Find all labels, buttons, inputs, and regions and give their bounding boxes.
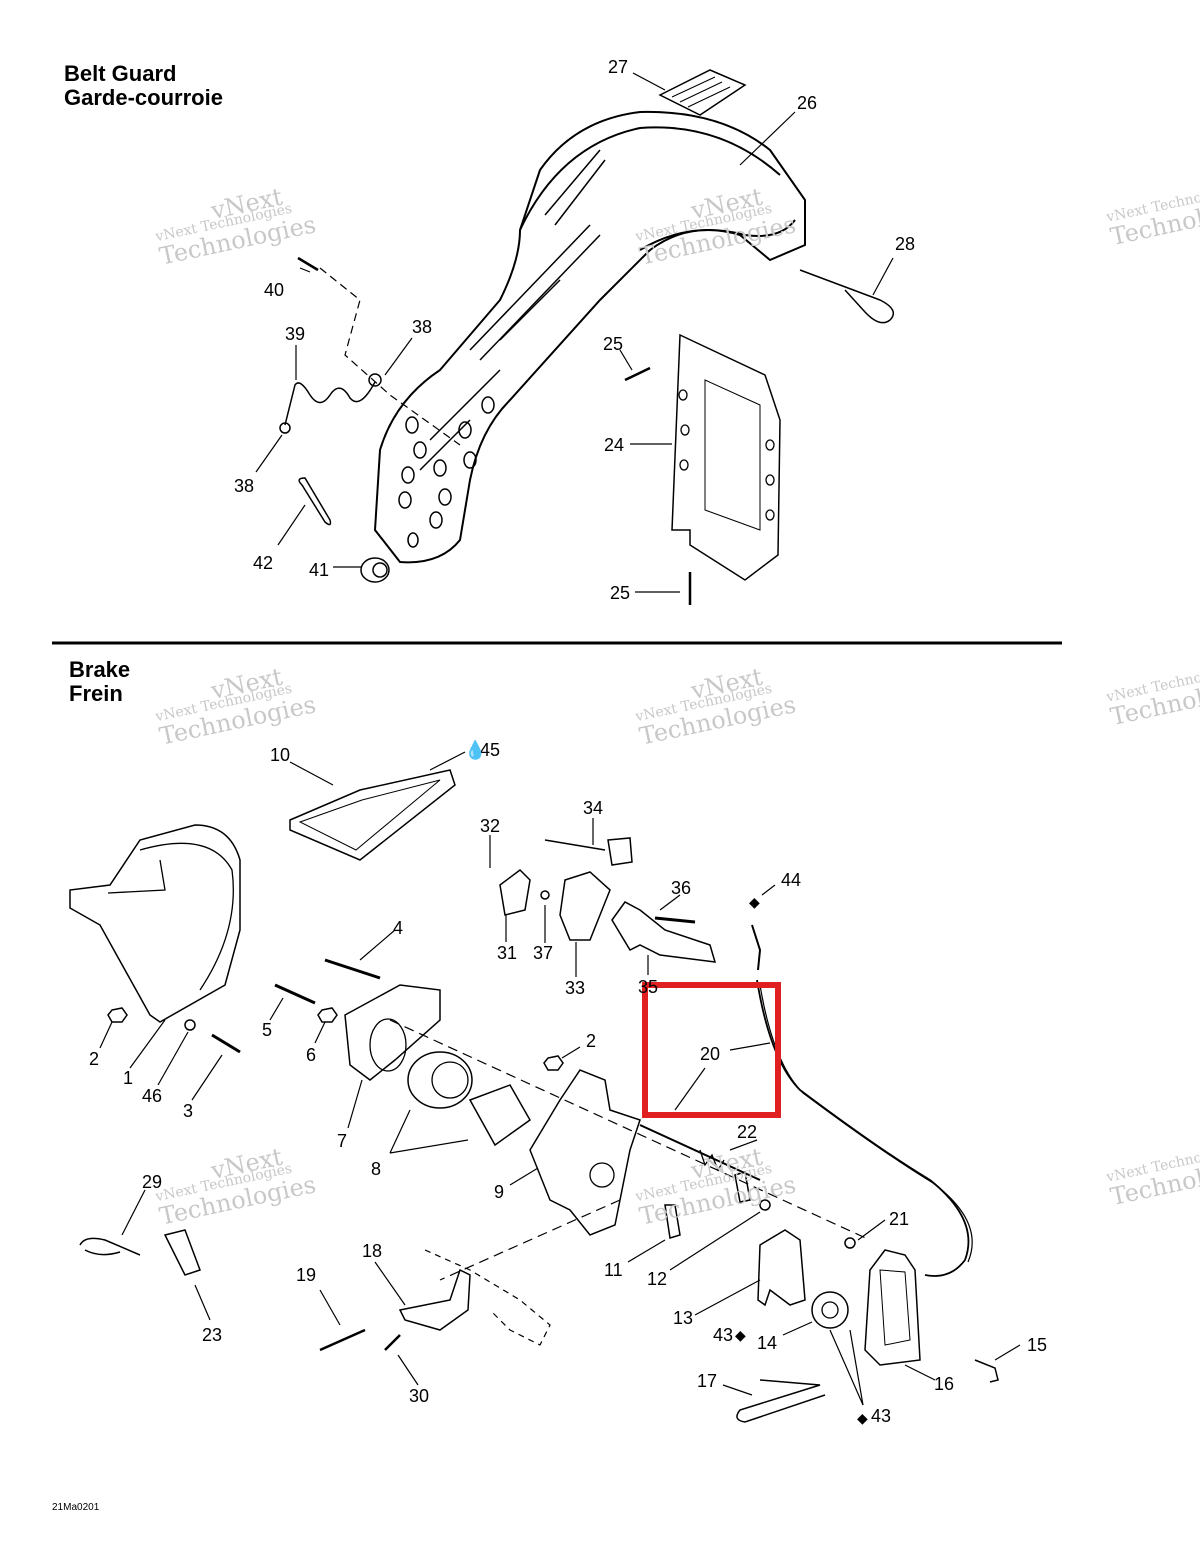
callout-number: 14 (757, 1333, 778, 1353)
callout-number: 21 (889, 1209, 910, 1229)
lubricant-drop-icon: ◆ (735, 1327, 746, 1343)
callout-number: 9 (494, 1182, 505, 1202)
brake-drawing (69, 751, 1021, 1423)
callout-number: 30 (409, 1386, 430, 1406)
callout-number: 31 (497, 943, 518, 963)
callout-number: 42 (253, 553, 274, 573)
callout-number: 2 (586, 1031, 597, 1051)
callout-number: 26 (797, 93, 818, 113)
callout-number: 3 (183, 1101, 194, 1121)
callout-number: 4 (393, 918, 404, 938)
belt-guard-title: Belt Guard Garde-courroie (64, 62, 223, 110)
callout-number: 44 (781, 870, 802, 890)
callout-number: 45 (480, 740, 501, 760)
callout-number: 38 (412, 317, 433, 337)
callout-number: 27 (608, 57, 629, 77)
lubricant-drop-icon: ◆ (749, 894, 760, 910)
callout-number: 38 (234, 476, 255, 496)
callout-number: 36 (671, 878, 692, 898)
belt-guard-title-fr: Garde-courroie (64, 85, 223, 110)
callout-number: 23 (202, 1325, 223, 1345)
callout-number: 25 (610, 583, 631, 603)
callout-number: 13 (673, 1308, 694, 1328)
callout-number: 6 (306, 1045, 317, 1065)
callout-number: 7 (337, 1131, 348, 1151)
callout-number: 35 (638, 977, 659, 997)
callout-number: 22 (737, 1122, 758, 1142)
callout-number: 25 (603, 334, 624, 354)
highlight-box (642, 982, 781, 1118)
lubricant-drop-icon: ◆ (857, 1410, 868, 1426)
callout-number: 41 (309, 560, 330, 580)
callout-number: 19 (296, 1265, 317, 1285)
belt-guard-title-en: Belt Guard (64, 61, 177, 86)
callout-number: 8 (371, 1159, 382, 1179)
brake-title: Brake Frein (69, 658, 130, 706)
callout-number: 1 (123, 1068, 134, 1088)
callout-number: 20 (700, 1044, 721, 1064)
brake-title-fr: Frein (69, 681, 123, 706)
callout-number: 37 (533, 943, 554, 963)
callout-number: 10 (270, 745, 291, 765)
brake-title-en: Brake (69, 657, 131, 682)
figure-code: 21Ma0201 (52, 1502, 100, 1513)
callout-number: 32 (480, 816, 501, 836)
callout-number: 2 (89, 1049, 100, 1069)
callout-number: 39 (285, 324, 306, 344)
callout-number: 18 (362, 1241, 383, 1261)
belt-guard-drawing (255, 69, 895, 605)
callout-number: 28 (895, 234, 916, 254)
callout-number: 5 (262, 1020, 273, 1040)
callout-number: 40 (264, 280, 285, 300)
callout-number: 46 (142, 1086, 163, 1106)
callout-number: 15 (1027, 1335, 1048, 1355)
callout-number: 16 (934, 1374, 955, 1394)
callout-number: 24 (604, 435, 625, 455)
callout-number: 43 (713, 1325, 734, 1345)
callout-number: 11 (604, 1260, 623, 1280)
callout-number: 29 (142, 1172, 163, 1192)
lubricant-drop-icon: 💧 (464, 740, 487, 760)
callout-number: 17 (697, 1371, 718, 1391)
callout-number: 33 (565, 978, 586, 998)
callout-number: 43 (871, 1406, 892, 1426)
callout-number: 12 (647, 1269, 668, 1289)
callout-number: 34 (583, 798, 604, 818)
